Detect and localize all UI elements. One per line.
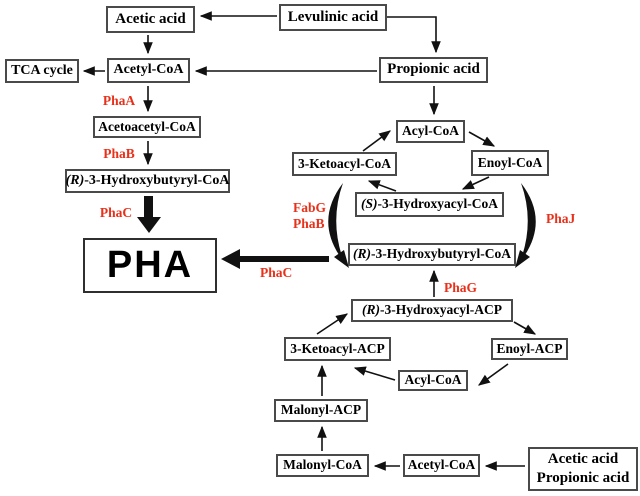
arrow-acylcoa-to-enoylcoa — [468, 131, 496, 147]
node-acetyl-coa-left: Acetyl-CoA — [107, 58, 190, 83]
node-r3-hydroxybutyryl-coa-left: (R)-3-Hydroxybutyryl-CoA — [65, 169, 230, 193]
curved-arrow-fabg-phab — [328, 183, 349, 268]
thick-arrow-phac-down — [137, 196, 161, 233]
node-acyl-coa-cycle: Acyl-CoA — [396, 120, 465, 143]
node-levulinic-acid: Levulinic acid — [279, 4, 387, 31]
node-3-ketoacyl-acp: 3-Ketoacyl-ACP — [284, 337, 391, 361]
node-label: Acetoacetyl-CoA — [98, 118, 196, 134]
node-label: Levulinic acid — [287, 8, 379, 25]
node-acetyl-coa-bottom: Acetyl-CoA — [403, 454, 480, 477]
node-malonyl-coa: Malonyl-CoA — [276, 454, 369, 477]
node-label: Acetic acid — [115, 10, 186, 27]
node-tca-cycle: TCA cycle — [5, 59, 79, 83]
node-label: -3-Hydroxyacyl-ACP — [380, 302, 502, 318]
node-label: PHA — [106, 243, 194, 286]
node-enoyl-coa: Enoyl-CoA — [471, 150, 549, 176]
arrow-levulinic-to-propionic — [387, 16, 441, 54]
node-label: -3-Hydroxybutyryl-CoA — [84, 172, 230, 188]
node-label: Enoyl-ACP — [496, 340, 563, 356]
node-r3-hydroxybutyryl-coa-cycle: (R)-3-Hydroxybutyryl-CoA — [348, 243, 516, 266]
node-s3-hydroxyacyl-coa: (S)-3-Hydroxyacyl-CoA — [355, 192, 504, 217]
enzyme-label-phab-cycle: PhaB — [293, 215, 325, 231]
node-label: TCA cycle — [11, 62, 73, 78]
node-malonyl-acp: Malonyl-ACP — [274, 399, 368, 422]
node-label-prefix: (R) — [65, 172, 85, 188]
arrow-enoylacp-to-acylcoa — [478, 363, 509, 386]
arrow-ketoacylacp-to-r3haacp — [316, 313, 348, 335]
node-label: 3-Ketoacyl-ACP — [290, 340, 385, 356]
node-enoyl-acp: Enoyl-ACP — [491, 338, 568, 360]
node-label-prefix: (R) — [362, 302, 380, 318]
arrow-ketoacylcoa-to-acylcoa — [362, 130, 391, 152]
node-label: Enoyl-CoA — [477, 154, 543, 170]
node-r3-hydroxyacyl-acp: (R)-3-Hydroxyacyl-ACP — [351, 299, 513, 322]
node-label: 3-Ketoacyl-CoA — [298, 155, 391, 171]
node-pha: PHA — [83, 238, 217, 293]
enzyme-label-phag: PhaG — [444, 280, 478, 295]
arrow-r3haacp-to-enoylacp — [513, 321, 537, 335]
node-label: Acetyl-CoA — [407, 457, 476, 473]
enzyme-label-phac-left: PhaC — [99, 205, 133, 220]
node-label: -3-Hydroxyacyl-CoA — [377, 196, 499, 212]
enzyme-label-phaa: PhaA — [102, 93, 136, 108]
node-label: Acyl-CoA — [404, 372, 462, 388]
node-label-line1: Acetic acid — [547, 450, 619, 467]
node-label-line2: Propionic acid — [536, 470, 630, 486]
node-label-prefix: (S) — [361, 196, 378, 212]
enzyme-label-fabg: FabG — [293, 200, 327, 215]
node-label-prefix: (R) — [353, 246, 371, 262]
arrow-s3hacoa-to-ketoacylcoa — [367, 180, 397, 192]
node-3-ketoacyl-coa: 3-Ketoacyl-CoA — [292, 152, 397, 176]
enzyme-label-fabg-phab: FabG PhaB — [293, 200, 326, 231]
node-feed-acids: Acetic acid Propionic acid — [528, 447, 638, 491]
node-label: Malonyl-CoA — [283, 457, 362, 473]
node-acetoacetyl-coa: Acetoacetyl-CoA — [93, 116, 201, 138]
node-propionic-acid: Propionic acid — [379, 57, 488, 83]
curved-arrow-phaj — [515, 183, 536, 268]
node-acyl-coa-bottom: Acyl-CoA — [398, 370, 468, 391]
node-label: Acetyl-CoA — [113, 62, 184, 78]
node-label: Acyl-CoA — [402, 123, 459, 139]
arrow-enoylcoa-to-s3hacoa — [461, 176, 490, 190]
arrow-acylcoa-to-ketoacylacp — [353, 366, 396, 381]
enzyme-label-phac-mid: PhaC — [260, 265, 293, 280]
enzyme-label-phab: PhaB — [103, 146, 135, 161]
node-label: Malonyl-ACP — [280, 402, 362, 418]
node-label: Propionic acid — [387, 61, 480, 78]
enzyme-label-phaj: PhaJ — [546, 211, 576, 226]
node-acetic-acid-top: Acetic acid — [106, 6, 195, 33]
node-label: -3-Hydroxybutyryl-CoA — [371, 246, 511, 262]
